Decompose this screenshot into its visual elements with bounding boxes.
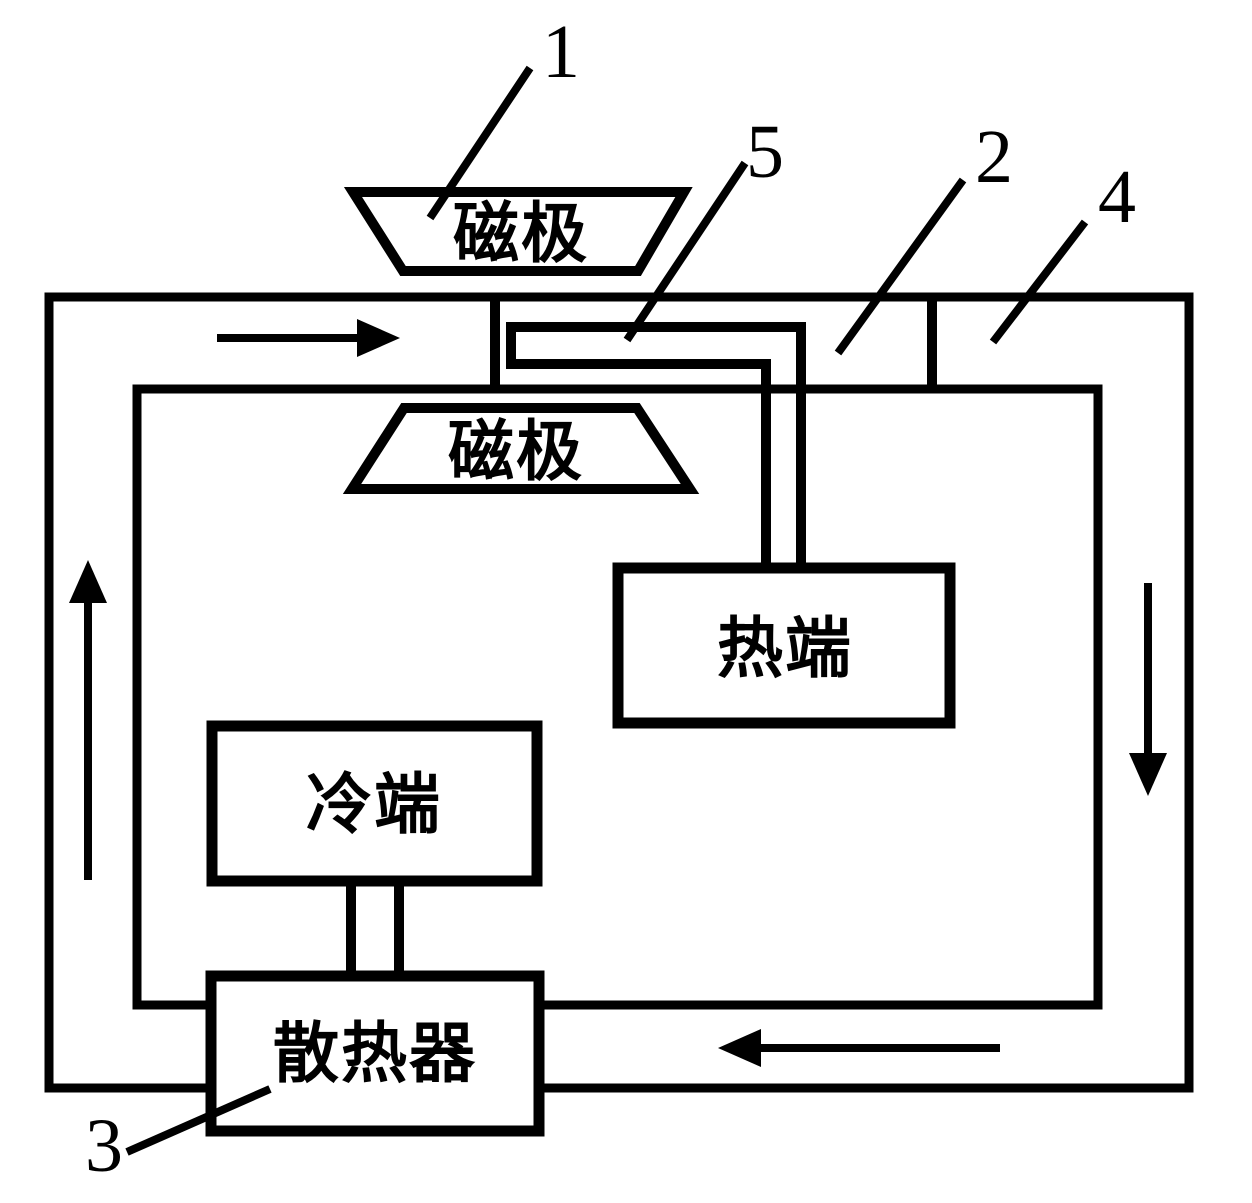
cold-end-box <box>206 720 543 887</box>
callout-leader-2 <box>834 177 967 356</box>
flow-arrow-right-head <box>1129 753 1167 796</box>
callout-label-1: 1 <box>542 10 580 94</box>
radiator-box <box>205 970 545 1137</box>
circulation-loop <box>44 292 1194 1093</box>
hot-end-box <box>612 562 956 729</box>
magnetic-pole-inner-shape <box>342 403 700 494</box>
magnetic-pole-top-label: 磁极 <box>453 196 589 270</box>
flow-arrow-bottom-head <box>718 1029 761 1067</box>
flow-arrow-left-head <box>69 560 107 603</box>
callout-label-5: 5 <box>746 110 784 194</box>
callout-label-4: 4 <box>1098 155 1136 239</box>
inner-loop-wall <box>132 384 1103 1010</box>
callout-leader-3 <box>125 1085 272 1156</box>
magnetic-pole-inner-label: 磁极 <box>448 414 584 488</box>
callout-label-3: 3 <box>85 1104 123 1188</box>
flow-arrow-bottom-left <box>718 1029 1000 1067</box>
heat-pipe <box>506 322 806 572</box>
flow-arrow-left-up <box>69 560 107 880</box>
cold-end-label: 冷端 <box>306 767 442 841</box>
callout-leader-1 <box>426 65 534 221</box>
callout-label-2: 2 <box>975 115 1013 199</box>
radiator-label: 散热器 <box>273 1016 477 1090</box>
callout-leader-5 <box>623 160 749 343</box>
flow-arrow-top-right <box>217 319 400 357</box>
flow-arrow-top-head <box>357 319 400 357</box>
outer-loop-wall <box>44 292 1194 1093</box>
callout-leader-4 <box>989 219 1089 345</box>
flow-arrow-right-down <box>1129 583 1167 796</box>
hot-end-label: 热端 <box>717 611 853 685</box>
cold-radiator-connector <box>346 880 404 976</box>
